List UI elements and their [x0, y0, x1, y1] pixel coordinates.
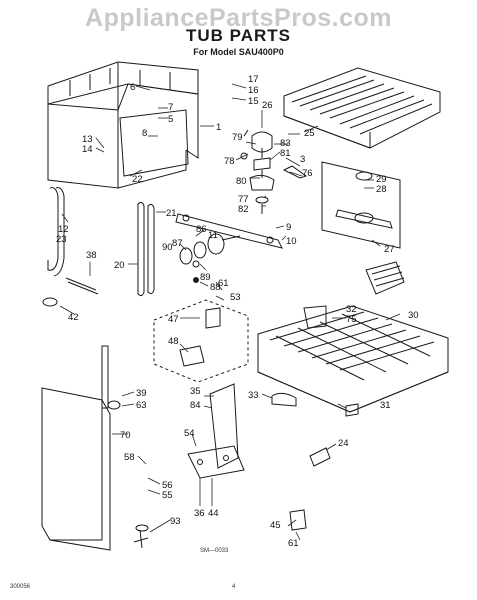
lower-spray-arm-drawing	[321, 161, 401, 249]
callout-88: 88	[210, 282, 221, 293]
callout-14: 14	[82, 144, 93, 155]
callout-27: 27	[384, 244, 395, 255]
callout-82: 82	[238, 204, 249, 215]
callout-80: 80	[236, 176, 247, 187]
callout-28: 28	[376, 184, 387, 195]
callout-6: 6	[130, 82, 135, 93]
page-number: 4	[232, 584, 236, 590]
callout-77: 77	[238, 194, 249, 205]
callout-44: 44	[208, 508, 219, 519]
callout-75: 75	[346, 314, 357, 325]
callout-17: 17	[248, 74, 259, 85]
callout-13: 13	[82, 134, 93, 145]
callout-35: 35	[190, 386, 201, 397]
spray-arm-drawing	[175, 213, 283, 249]
diagram-subtitle: For Model SAU400P0	[193, 47, 284, 57]
tub-drawing	[47, 61, 199, 189]
callout-24: 24	[338, 438, 349, 449]
callout-36: 36	[194, 508, 205, 519]
callout-90: 90	[162, 242, 173, 253]
small-parts-drawing	[107, 392, 359, 549]
basket-drawing	[303, 261, 405, 329]
door-drawing	[41, 345, 111, 551]
callout-45: 45	[270, 520, 281, 531]
callout-16: 16	[248, 85, 259, 96]
callout-84: 84	[190, 400, 201, 411]
leader-lines	[59, 83, 401, 541]
callout-54: 54	[184, 428, 195, 439]
callout-61-top: 61	[218, 278, 229, 289]
diagram-code: SM—0033	[200, 548, 229, 554]
callout-87: 87	[172, 238, 183, 249]
callout-33: 33	[248, 390, 259, 401]
callout-20: 20	[114, 260, 125, 271]
callout-48: 48	[168, 336, 179, 347]
callout-58: 58	[124, 452, 135, 463]
callout-76: 76	[302, 168, 313, 179]
callout-29: 29	[376, 174, 387, 185]
callout-22: 22	[132, 174, 143, 185]
callout-23: 23	[56, 234, 67, 245]
callout-39: 39	[136, 388, 147, 399]
callout-47: 47	[168, 314, 179, 325]
callout-63: 63	[136, 400, 147, 411]
hose-drawing	[42, 187, 99, 307]
callout-10: 10	[286, 236, 297, 247]
callout-83: 83	[280, 138, 291, 149]
drain-tube-drawing	[137, 201, 155, 297]
callout-81: 81	[280, 148, 291, 159]
callout-61-bottom: 61	[288, 538, 299, 549]
callout-89: 89	[200, 272, 211, 283]
callout-15: 15	[248, 96, 259, 107]
switch-assembly-drawing	[153, 299, 249, 383]
callout-9: 9	[286, 222, 291, 233]
callout-38: 38	[86, 250, 97, 261]
hinge-bracket-drawing	[187, 383, 245, 479]
footer-code: 300056	[10, 584, 31, 590]
pump-parts-drawing	[179, 233, 241, 283]
callout-5: 5	[168, 114, 173, 125]
callout-12: 12	[58, 224, 69, 235]
callout-70: 70	[120, 430, 131, 441]
callout-53: 53	[230, 292, 241, 303]
callout-26: 26	[262, 100, 273, 111]
callout-1: 1	[216, 122, 221, 133]
callout-30: 30	[408, 310, 419, 321]
upper-rack-drawing	[283, 67, 441, 149]
callout-11: 11	[208, 230, 218, 241]
callout-86: 86	[196, 224, 207, 235]
callout-21: 21	[166, 208, 177, 219]
diagram-title: TUB PARTS	[185, 26, 291, 45]
callout-25: 25	[304, 128, 315, 139]
callout-55: 55	[162, 490, 173, 501]
callout-31: 31	[380, 400, 391, 411]
callout-labels: 1 3 5 6 7 8 9 10 11 12 13 14 15 16 17 20…	[56, 74, 419, 549]
callout-93: 93	[170, 516, 181, 527]
callout-56: 56	[162, 480, 173, 491]
callout-8: 8	[142, 128, 147, 139]
lower-rack-drawing	[257, 305, 449, 413]
callout-78: 78	[224, 156, 235, 167]
callout-7: 7	[168, 102, 173, 113]
callout-42: 42	[68, 312, 79, 323]
callout-32: 32	[346, 304, 357, 315]
callout-79: 79	[232, 132, 243, 143]
callout-3: 3	[300, 154, 305, 165]
watermark: AppliancePartsPros.com	[85, 4, 392, 32]
